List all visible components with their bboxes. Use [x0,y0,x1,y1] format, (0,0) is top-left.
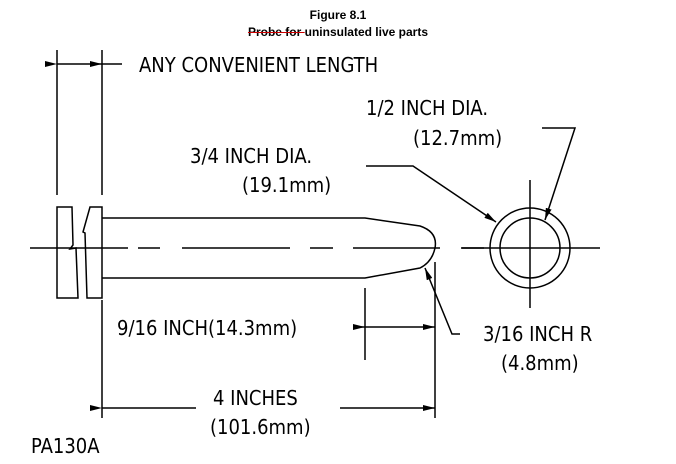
four-inches-label: 4 INCHES [213,386,298,410]
figure-title: Figure 8.1 [309,8,367,22]
drawing-id: PA130A [31,434,100,458]
half-inch-mm-label: (12.7mm) [413,126,502,150]
three-quarter-mm-label: (19.1mm) [242,173,331,197]
any-length-label: ANY CONVENIENT LENGTH [139,53,378,77]
struck-text: Probe for [247,25,305,39]
figure-subtitle: Probe for uninsulated live parts [0,25,676,39]
handle-left [56,206,79,299]
subtitle-text: uninsulated live parts [304,25,429,39]
handle-right [82,206,103,299]
three-sixteenth-r-label: 3/16 INCH R [483,322,592,346]
three-quarter-dia-label: 3/4 INCH DIA. [190,144,312,168]
three-sixteenth-mm-label: (4.8mm) [501,351,579,375]
half-inch-dia-label: 1/2 INCH DIA. [366,96,488,120]
nine-sixteenth-label: 9/16 INCH(14.3mm) [117,316,297,340]
four-inches-mm-label: (101.6mm) [210,415,311,439]
